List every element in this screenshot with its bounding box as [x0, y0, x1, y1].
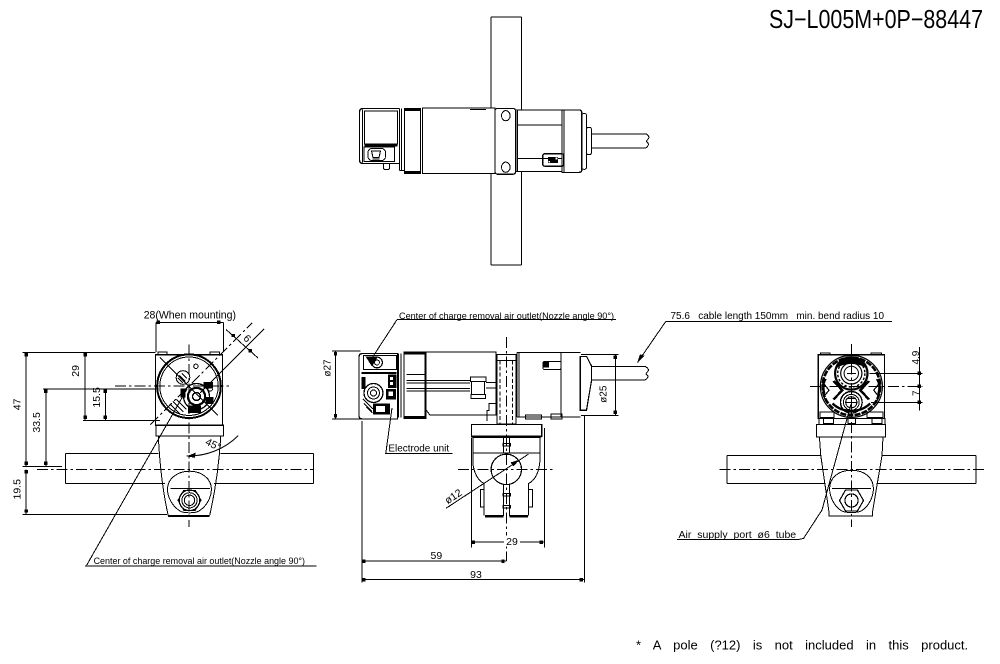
svg-text:Air supply port ø6 tube: Air supply port ø6 tube [679, 529, 797, 541]
svg-text:Center of charge removal air o: Center of charge removal air outlet(Nozz… [399, 311, 614, 322]
svg-text:19.5: 19.5 [11, 479, 23, 500]
svg-text:ø27: ø27 [323, 359, 334, 377]
svg-text:33.5: 33.5 [31, 412, 43, 433]
svg-text:SJ−L005M+0P−88447: SJ−L005M+0P−88447 [769, 4, 983, 34]
svg-text:28(When mounting): 28(When mounting) [144, 310, 236, 322]
svg-text:29: 29 [506, 536, 518, 548]
svg-text:29: 29 [70, 365, 82, 377]
svg-text:Electrode unit: Electrode unit [388, 443, 449, 455]
svg-text:59: 59 [431, 550, 443, 562]
svg-text:ø25: ø25 [598, 385, 609, 403]
svg-text:Center of charge removal air o: Center of charge removal air outlet(Nozz… [94, 556, 305, 567]
svg-text:* A pole (?12) is not included: * A pole (?12) is not included in this p… [636, 638, 968, 653]
svg-text:7: 7 [911, 390, 922, 396]
svg-text:93: 93 [470, 569, 482, 581]
svg-text:15.5: 15.5 [91, 387, 103, 408]
svg-text:75.6 cable length 150mm mi: 75.6 cable length 150mm min. bend radius… [671, 311, 885, 322]
svg-text:47: 47 [11, 398, 23, 410]
svg-text:4.9: 4.9 [911, 350, 922, 364]
